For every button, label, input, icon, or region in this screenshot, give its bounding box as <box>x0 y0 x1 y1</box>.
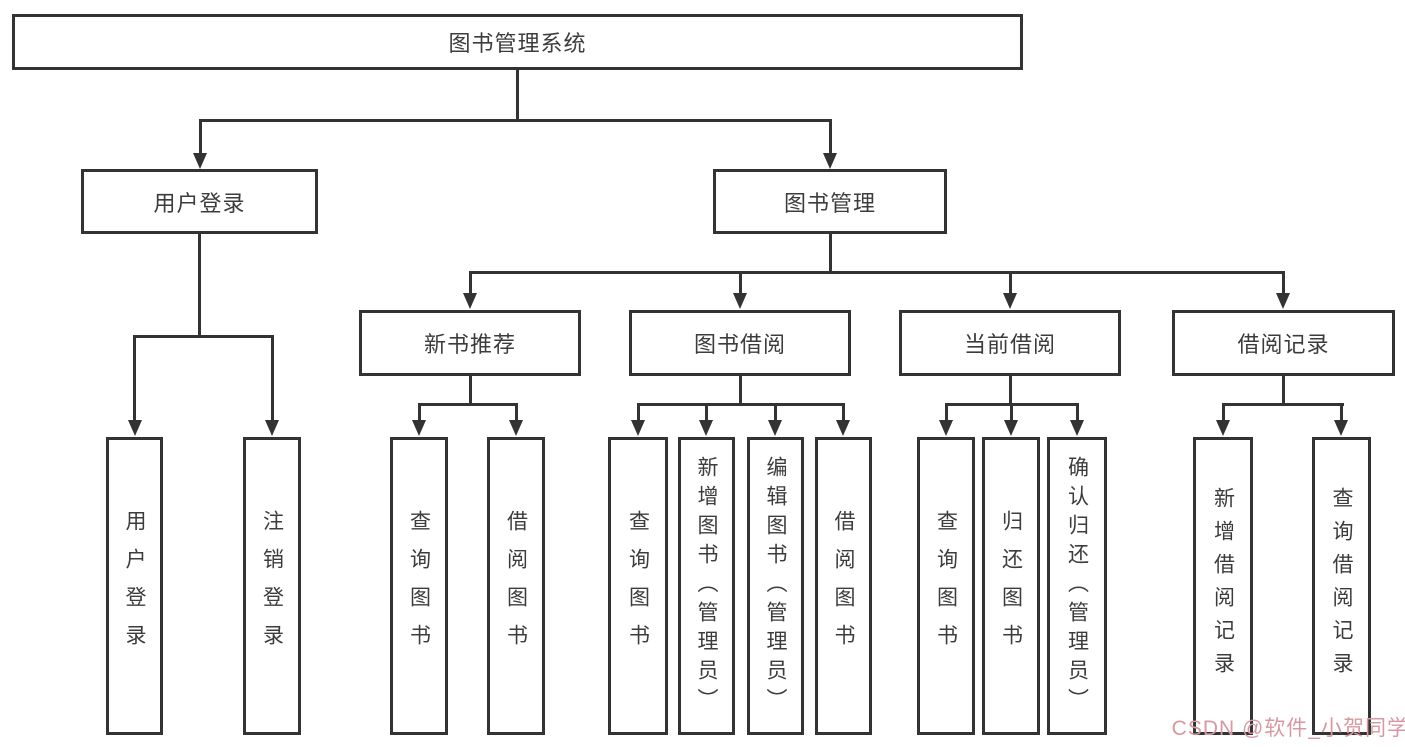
connector-line <box>829 122 832 156</box>
arrowhead-down-icon <box>1003 293 1017 309</box>
connector-line <box>774 406 777 421</box>
node-book-management-label: 图书管理 <box>783 190 876 216</box>
arrowhead-down-icon <box>1004 420 1018 436</box>
arrowhead-down-icon <box>836 420 850 436</box>
arrowhead-down-icon <box>193 153 207 169</box>
leaf-borrow-add-books-admin: 新增图书（管理员） <box>678 437 735 735</box>
leaf-borrow-query-books-label: 查询图书 <box>626 510 650 662</box>
leaf-newbook-query-books: 查询图书 <box>390 437 448 735</box>
node-borrowing-records-label: 借阅记录 <box>1237 332 1330 357</box>
connector-line <box>945 403 1079 406</box>
connector-line <box>1076 406 1079 421</box>
arrowhead-down-icon <box>463 293 477 309</box>
leaf-records-query-borrow-record-label: 查询借阅记录 <box>1330 487 1353 685</box>
connector-line <box>842 406 845 421</box>
node-new-book-recommendation-label: 新书推荐 <box>423 332 516 357</box>
connector-line <box>739 274 742 294</box>
arrowhead-down-icon <box>768 420 782 436</box>
leaf-current-query-books-label: 查询图书 <box>934 510 958 662</box>
leaf-borrow-borrow-books: 借阅图书 <box>815 437 872 735</box>
connector-line <box>1222 406 1225 421</box>
connector-line <box>1282 376 1285 405</box>
arrowhead-down-icon <box>631 420 645 436</box>
connector-line <box>637 403 845 406</box>
leaf-user-login: 用户登录 <box>106 437 163 735</box>
leaf-borrow-query-books: 查询图书 <box>608 437 668 735</box>
leaf-current-query-books: 查询图书 <box>917 437 975 735</box>
connector-line <box>739 376 742 405</box>
arrowhead-down-icon <box>1276 293 1290 309</box>
connector-line <box>469 376 472 405</box>
arrowhead-down-icon <box>1216 420 1230 436</box>
connector-line <box>418 406 421 421</box>
connector-line <box>516 70 519 120</box>
arrowhead-down-icon <box>128 420 142 436</box>
node-borrowing-records: 借阅记录 <box>1172 310 1395 376</box>
leaf-logout-label: 注销登录 <box>260 510 284 662</box>
watermark: CSDN @软件_小贺同学 <box>1171 717 1405 740</box>
connector-line <box>1009 274 1012 294</box>
leaf-records-add-borrow-record: 新增借阅记录 <box>1193 437 1253 735</box>
leaf-current-return-books-label: 归还图书 <box>999 510 1023 662</box>
leaf-newbook-borrow-books-label: 借阅图书 <box>504 510 528 662</box>
leaf-records-query-borrow-record: 查询借阅记录 <box>1312 437 1371 735</box>
connector-line <box>705 406 708 421</box>
connector-line <box>637 406 640 421</box>
node-book-management: 图书管理 <box>713 169 947 234</box>
leaf-borrow-edit-books-admin: 编辑图书（管理员） <box>747 437 804 735</box>
connector-line <box>199 119 832 122</box>
connector-line <box>1340 406 1343 421</box>
connector-line <box>271 338 274 421</box>
connector-line <box>1009 376 1012 405</box>
node-user-login: 用户登录 <box>81 169 318 234</box>
connector-line <box>945 406 948 421</box>
node-book-borrowing-label: 图书借阅 <box>693 332 786 357</box>
connector-line <box>418 403 518 406</box>
connector-line <box>133 338 136 421</box>
leaf-current-confirm-return-admin-label: 确认归还（管理员） <box>1065 455 1089 717</box>
connector-line <box>515 406 518 421</box>
connector-line <box>1222 403 1344 406</box>
leaf-newbook-query-books-label: 查询图书 <box>407 510 431 662</box>
leaf-newbook-borrow-books: 借阅图书 <box>487 437 545 735</box>
connector-line <box>469 271 1285 274</box>
arrowhead-down-icon <box>1334 420 1348 436</box>
leaf-records-add-borrow-record-label: 新增借阅记录 <box>1211 487 1235 685</box>
arrowhead-down-icon <box>509 420 523 436</box>
arrowhead-down-icon <box>823 153 837 169</box>
connector-line <box>829 234 832 272</box>
node-book-borrowing: 图书借阅 <box>629 310 851 376</box>
leaf-current-confirm-return-admin: 确认归还（管理员） <box>1047 437 1107 735</box>
node-current-borrowing-label: 当前借阅 <box>963 332 1056 357</box>
arrowhead-down-icon <box>733 293 747 309</box>
arrowhead-down-icon <box>1070 420 1084 436</box>
arrowhead-down-icon <box>699 420 713 436</box>
connector-line <box>133 335 274 338</box>
leaf-borrow-add-books-admin-label: 新增图书（管理员） <box>695 455 718 717</box>
connector-line <box>1010 406 1013 421</box>
arrowhead-down-icon <box>265 420 279 436</box>
arrowhead-down-icon <box>939 420 953 436</box>
leaf-borrow-borrow-books-label: 借阅图书 <box>832 510 855 662</box>
leaf-logout: 注销登录 <box>243 437 301 735</box>
node-root: 图书管理系统 <box>12 14 1023 70</box>
leaf-borrow-edit-books-admin-label: 编辑图书（管理员） <box>764 455 787 717</box>
connector-line <box>199 122 202 156</box>
node-user-login-label: 用户登录 <box>153 190 246 216</box>
leaf-current-return-books: 归还图书 <box>982 437 1040 735</box>
node-root-label: 图书管理系统 <box>448 31 587 56</box>
arrowhead-down-icon <box>412 420 426 436</box>
connector-line <box>198 234 201 336</box>
node-current-borrowing: 当前借阅 <box>899 310 1121 376</box>
connector-line <box>469 274 472 294</box>
node-new-book-recommendation: 新书推荐 <box>359 310 581 376</box>
connector-line <box>1282 274 1285 294</box>
leaf-user-login-label: 用户登录 <box>123 510 146 662</box>
